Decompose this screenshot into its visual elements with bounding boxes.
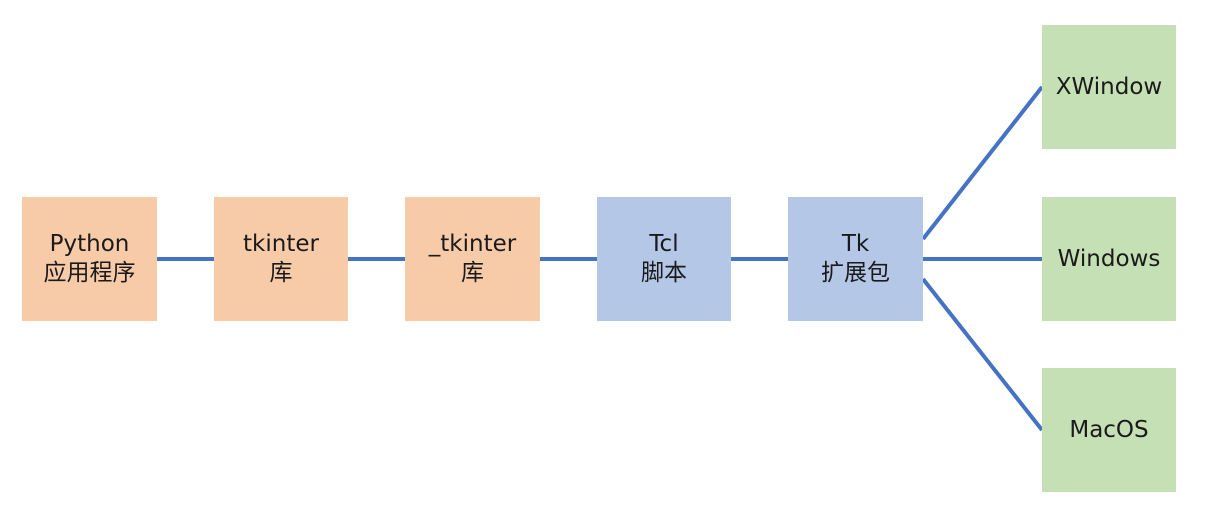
- tcl-line1: Tcl: [649, 231, 679, 257]
- tk-line2: 扩展包: [821, 260, 890, 286]
- _tkinter-line1: _tkinter: [428, 231, 517, 257]
- connector-lines: [157, 85, 1044, 432]
- tk-node: Tk 扩展包: [788, 197, 923, 321]
- edge-tk-macos: [921, 277, 1044, 432]
- tkinter-line2: 库: [269, 260, 293, 286]
- tk-line1: Tk: [841, 231, 870, 257]
- tcl-line2: 脚本: [641, 260, 687, 286]
- python-app-node: Python 应用程序: [22, 197, 157, 321]
- macos-node: MacOS: [1042, 368, 1176, 492]
- python-app-line2: 应用程序: [43, 260, 136, 286]
- windows-label: Windows: [1057, 245, 1161, 272]
- python-app-line1: Python: [49, 231, 130, 257]
- tkinter-node: tkinter 库: [214, 197, 348, 321]
- xwindow-label: XWindow: [1055, 73, 1163, 100]
- _tkinter-line2: 库: [461, 260, 484, 286]
- tkinter-line1: tkinter: [243, 231, 319, 257]
- xwindow-node: XWindow: [1042, 25, 1176, 149]
- tcl-node: Tcl 脚本: [597, 197, 731, 321]
- macos-label: MacOS: [1069, 416, 1149, 443]
- _tkinter-node: _tkinter 库: [405, 197, 540, 321]
- windows-node: Windows: [1042, 197, 1176, 321]
- edge-tk-xwindow: [921, 85, 1044, 241]
